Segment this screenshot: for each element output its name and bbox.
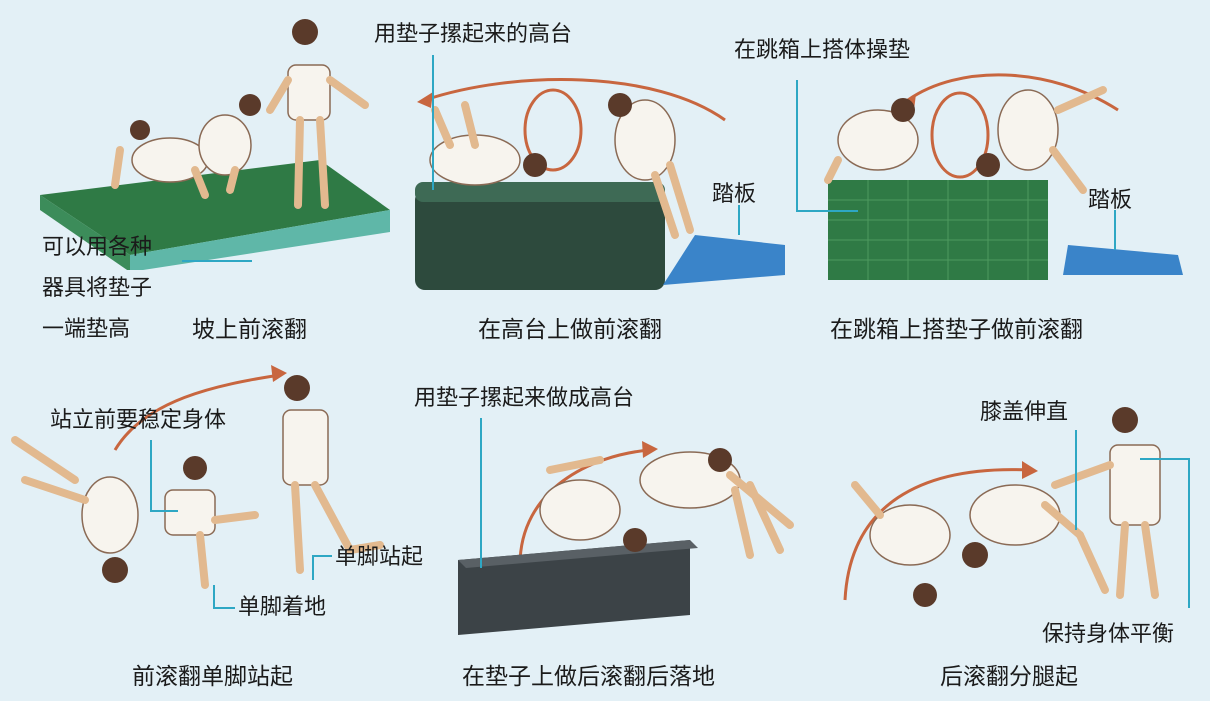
slope-note-line-2: 器具将垫子 [42,276,152,302]
leader-line-rise-vertical [312,555,314,580]
slope-note-line-1: 可以用各种 [42,235,152,261]
slope-note-line-3: 一端垫高 [42,317,130,343]
leader-line-balance-vertical [1188,458,1190,608]
caption-backward-roll-landing: 在垫子上做后滚翻后落地 [462,664,715,690]
leader-line-board-2 [1114,210,1116,250]
leader-line-box-horizontal [796,210,858,212]
leader-line-slope [182,260,252,262]
board-label-2: 踏板 [1088,188,1132,214]
high-platform-forward-roll-illustration [405,70,805,290]
caption-slope-forward-roll: 坡上前滚翻 [192,317,307,343]
backward-roll-landing-illustration [450,430,815,640]
callout-keep-balance: 保持身体平衡 [1042,622,1174,648]
leader-line-land-horizontal [213,607,235,609]
callout-vaulting-box-mat: 在跳箱上搭体操垫 [734,38,910,64]
leader-line-land-vertical [213,585,215,608]
leader-line-board-1 [738,205,740,235]
caption-vaulting-box-forward-roll: 在跳箱上搭垫子做前滚翻 [830,317,1083,343]
caption-forward-roll-one-leg: 前滚翻单脚站起 [132,664,293,690]
leader-line-platform-2 [480,418,482,568]
slope-forward-roll-illustration [20,10,400,270]
leader-line-stabilize-vertical [150,440,152,510]
leader-line-platform-vertical [432,55,434,190]
board-label-1: 踏板 [712,182,756,208]
leader-line-rise-horizontal [312,555,332,557]
backward-roll-straddle-illustration [840,395,1195,625]
callout-land-on-one-leg: 单脚着地 [238,595,326,621]
leader-line-balance-top [1140,458,1190,460]
callout-stand-on-one-leg: 单脚站起 [335,545,423,571]
callout-high-platform: 用垫子摞起来的高台 [374,22,572,48]
callout-stabilize-before-standing: 站立前要稳定身体 [50,408,226,434]
forward-roll-one-leg-illustration [5,360,400,625]
callout-keep-knees-straight: 膝盖伸直 [980,400,1068,426]
vaulting-box-forward-roll-illustration [808,70,1203,290]
callout-stacked-mat-platform: 用垫子摞起来做成高台 [414,386,634,412]
caption-high-platform-forward-roll: 在高台上做前滚翻 [478,317,662,343]
leader-line-knee [1075,430,1077,530]
leader-line-stabilize-horizontal [150,510,178,512]
caption-backward-roll-straddle: 后滚翻分腿起 [940,664,1078,690]
leader-line-box-vertical [796,80,798,210]
